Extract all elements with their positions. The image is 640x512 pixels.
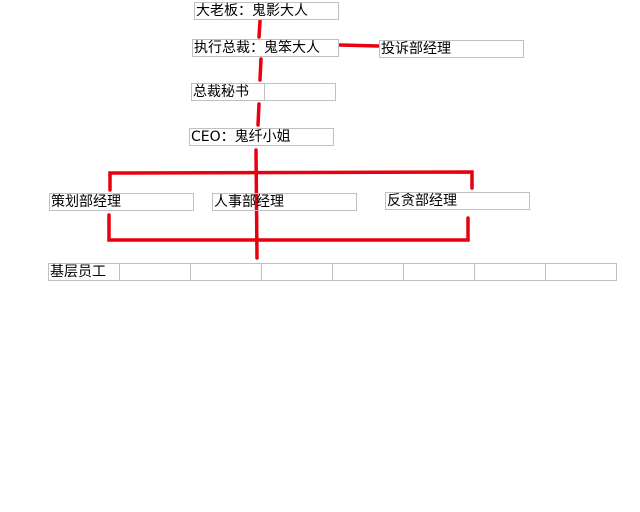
- staff-empty-cell[interactable]: [332, 263, 404, 281]
- staff-empty-cell[interactable]: [545, 263, 617, 281]
- anticorruption-manager-cell[interactable]: 反贪部经理: [385, 192, 530, 210]
- planning-manager-cell[interactable]: 策划部经理: [49, 193, 194, 211]
- connector-exec-secretary: [258, 57, 263, 82]
- staff-empty-cell[interactable]: [474, 263, 546, 281]
- connector-bottom-bracket: [107, 213, 470, 242]
- boss-cell[interactable]: 大老板：鬼影大人: [194, 2, 339, 20]
- secretary-label: 总裁秘书: [193, 84, 249, 100]
- staff-empty-cell[interactable]: [261, 263, 333, 281]
- staff-cell[interactable]: 基层员工: [48, 263, 120, 281]
- ceo-cell[interactable]: CEO：鬼纤小姐: [189, 128, 334, 146]
- staff-empty-cell[interactable]: [403, 263, 475, 281]
- complaints-manager-cell[interactable]: 投诉部经理: [379, 40, 524, 58]
- hr-manager-cell[interactable]: 人事部经理: [212, 193, 357, 211]
- connector-secretary-ceo: [256, 102, 261, 127]
- connector-boss-exec: [257, 19, 262, 39]
- staff-row: 基层员工: [48, 263, 617, 281]
- connector-exec-complaints: [338, 43, 380, 48]
- connector-top-bracket: [108, 170, 474, 192]
- secretary-cell[interactable]: 总裁秘书: [191, 83, 336, 101]
- executive-cell[interactable]: 执行总裁：鬼笨大人: [192, 39, 339, 57]
- staff-empty-cell[interactable]: [190, 263, 262, 281]
- staff-empty-cell[interactable]: [119, 263, 191, 281]
